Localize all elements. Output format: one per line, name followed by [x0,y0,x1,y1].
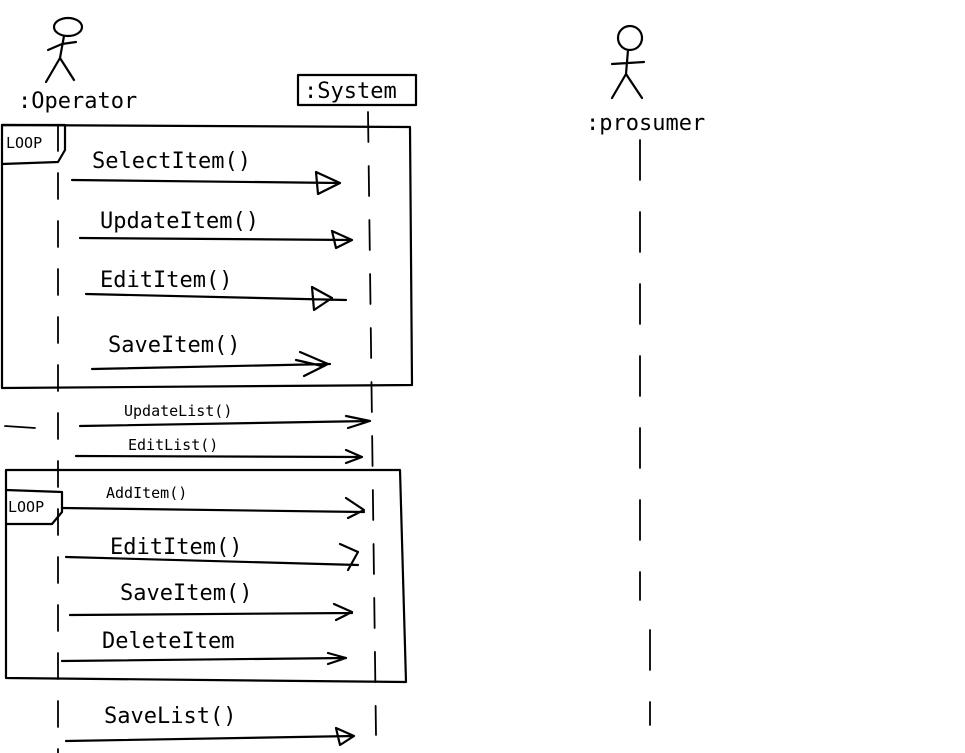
msg-save-list-label: SaveList() [104,704,236,729]
msg-edit-list-arrow [74,448,364,465]
msg-edit-item-arrow [84,285,348,312]
prosumer-label: :prosumer [586,111,705,136]
msg-update-item-label: UpdateItem() [100,209,259,234]
system-box [296,73,418,107]
system-label: :System [304,79,397,104]
msg-edit-item-2-arrow [64,542,360,572]
prosumer-lifeline [639,139,651,726]
operator-head [52,16,84,38]
operator-body [44,34,78,84]
msg-save-item-arrow [90,350,332,378]
prosumer-actor [610,24,646,100]
msg-delete-item-label: DeleteItem [102,629,234,654]
msg-select-item-arrow [70,170,342,196]
msg-update-item-arrow [78,229,354,250]
msg-edit-item-label: EditItem() [100,268,232,293]
stray-mark [4,425,36,429]
operator-label: :Operator [18,89,137,114]
msg-add-item-label: AddItem() [106,484,187,502]
msg-save-list-arrow [64,726,356,747]
loop-fragment-1 [0,123,414,390]
loop-label-2: LOOP [8,498,44,516]
msg-edit-list-label: EditList() [128,436,218,454]
system-lifeline [367,111,377,736]
operator-actor [44,16,84,84]
prosumer-head [616,24,644,52]
prosumer-body [610,48,646,100]
loop-tag-2 [4,488,64,526]
loop-label-1: LOOP [6,134,42,152]
msg-save-item-2-label: SaveItem() [120,581,252,606]
msg-edit-item-2-label: EditItem() [110,535,242,560]
msg-update-list-arrow [78,414,372,430]
loop-tag-1 [0,123,67,166]
loop-fragment-2 [4,468,408,684]
msg-select-item-label: SelectItem() [92,149,251,174]
msg-save-item-label: SaveItem() [108,333,240,358]
msg-save-item-2-arrow [68,602,354,622]
msg-add-item-arrow [60,496,366,520]
msg-update-list-label: UpdateList() [124,402,232,420]
msg-delete-item-arrow [60,651,348,666]
